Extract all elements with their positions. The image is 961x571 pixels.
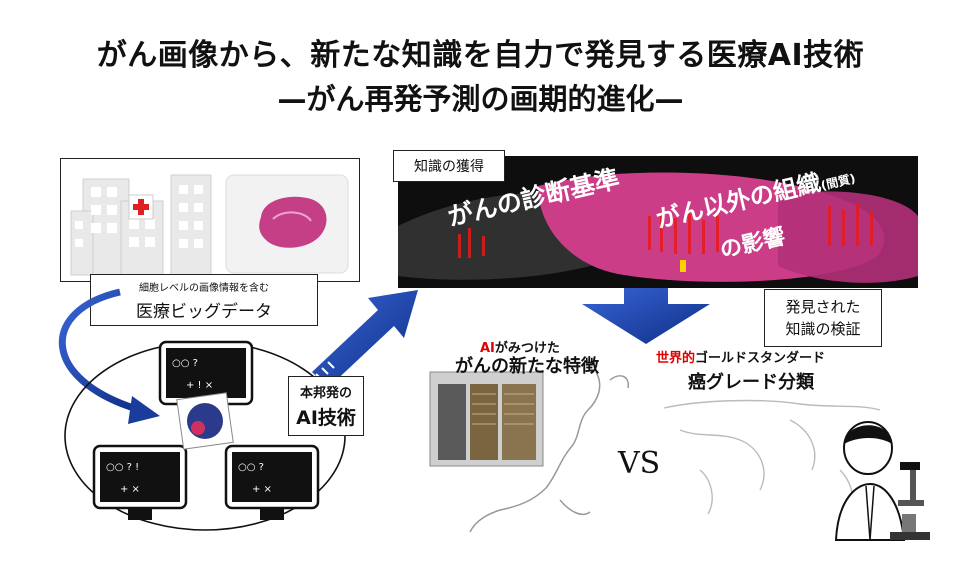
hospital-data-panel [60,158,360,282]
verify-line1: 発見された [785,298,861,316]
svg-text:+ ×: + × [120,484,140,495]
monitor-left: ○○ ? ! + × [92,444,188,520]
svg-text:○○ ?: ○○ ? [238,462,264,473]
ai-tech-title: AI技術 [296,407,356,429]
verify-line2: 知識の検証 [785,320,861,338]
ai-found-rest: がみつけた [494,341,560,356]
bigdata-caption: 細胞レベルの画像情報を含む [139,282,269,294]
monitor-top: ○○ ? + ! × [158,340,254,406]
tissue-slide-image [225,174,349,274]
ai-tech-caption: 本邦発の [299,386,352,401]
center-slide-image [176,392,234,450]
main-title: がん画像から、新たな知識を自力で発見する医療AI技術 [96,38,865,73]
ai-found-caption: AIがみつけた [480,337,560,356]
new-cancer-features-label: がんの新たな特徴 [455,356,599,377]
medical-bigdata-label: 細胞レベルの画像情報を含む 医療ビッグデータ [90,274,318,326]
knowledge-verification-tag: 発見された 知識の検証 [764,289,882,347]
down-arrow [582,288,710,344]
svg-text:+ ! ×: + ! × [186,380,213,391]
monitor-right: ○○ ? + × [224,444,320,520]
knowledge-acquisition-tag: 知識の獲得 [393,150,505,182]
svg-text:+ ×: + × [252,484,272,495]
hospital-illustration [70,174,349,276]
diagonal-arrow [312,290,418,388]
gold-standard-caption: 世界的ゴールドスタンダード [656,347,825,366]
bigdata-title: 医療ビッグデータ [136,301,272,322]
svg-text:○○ ?: ○○ ? [172,358,198,369]
ai-found-red: AI [480,341,495,356]
svg-text:○○ ? !: ○○ ? ! [106,462,139,473]
doctor-illustration [834,421,930,541]
cancer-grade-label: 癌グレード分類 [688,372,814,393]
world-map-outline [663,399,881,515]
subtitle: —がん再発予測の画期的進化— [277,82,684,116]
microscope-icon [890,462,930,540]
gold-standard-red: 世界的 [656,351,696,366]
supercomputer-image [429,371,544,467]
gold-standard-rest: ゴールドスタンダード [695,351,826,366]
knowledge-image-panel [398,156,918,288]
japan-map-outline [469,371,629,533]
versus-label: VS [618,446,661,481]
hospital-icon [70,174,212,276]
japanese-ai-tech-tag: 本邦発の AI技術 [288,376,364,436]
pathology-image [398,172,918,283]
curved-arrow [58,288,142,414]
red-cross-icon [128,194,154,220]
